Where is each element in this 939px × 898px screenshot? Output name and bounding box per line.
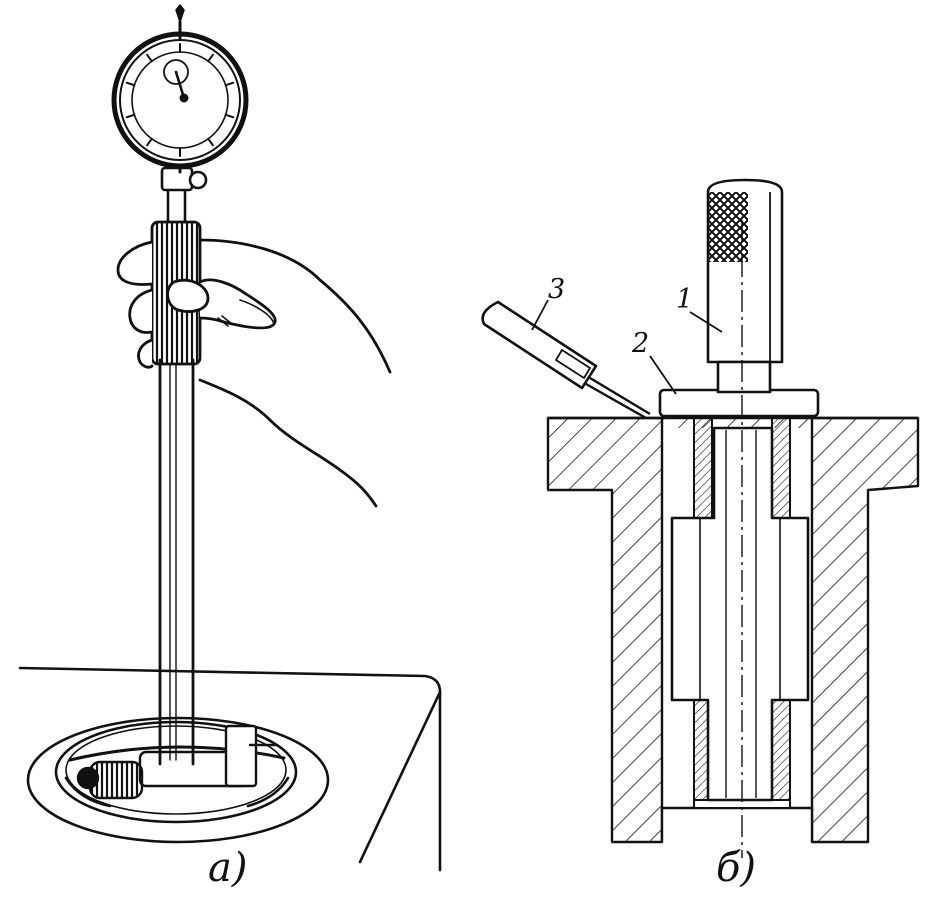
panel-a-illustration bbox=[18, 4, 442, 872]
dial-tick bbox=[207, 137, 214, 147]
plug-gauge bbox=[670, 178, 810, 802]
panel-b-caption: б) bbox=[716, 845, 757, 891]
dial-tick bbox=[224, 81, 235, 87]
dial-scale-ticks bbox=[125, 43, 235, 157]
gauge-stem bbox=[160, 166, 208, 224]
dial-tick bbox=[146, 53, 153, 63]
dial-indicator-icon bbox=[111, 4, 249, 174]
housing-section bbox=[546, 416, 664, 844]
dial-tick bbox=[125, 81, 136, 87]
gauge-head bbox=[76, 724, 278, 800]
dial-tick bbox=[125, 113, 136, 119]
callout-leaders bbox=[531, 299, 723, 395]
workbench-block bbox=[18, 666, 442, 872]
feeler-gauge-icon bbox=[481, 300, 651, 420]
callout-label-1: 1 bbox=[676, 284, 694, 315]
dial-tick bbox=[207, 53, 214, 63]
panel-a-caption: a) bbox=[208, 845, 248, 891]
callout-label-2: 2 bbox=[632, 328, 650, 359]
callout-label-3: 3 bbox=[548, 274, 566, 305]
collar-ring bbox=[658, 388, 820, 418]
gauge-rod bbox=[158, 358, 195, 766]
dial-tick bbox=[146, 137, 153, 147]
hand-icon bbox=[116, 238, 392, 508]
panel-b-illustration bbox=[481, 178, 920, 858]
dial-tick bbox=[224, 113, 235, 119]
